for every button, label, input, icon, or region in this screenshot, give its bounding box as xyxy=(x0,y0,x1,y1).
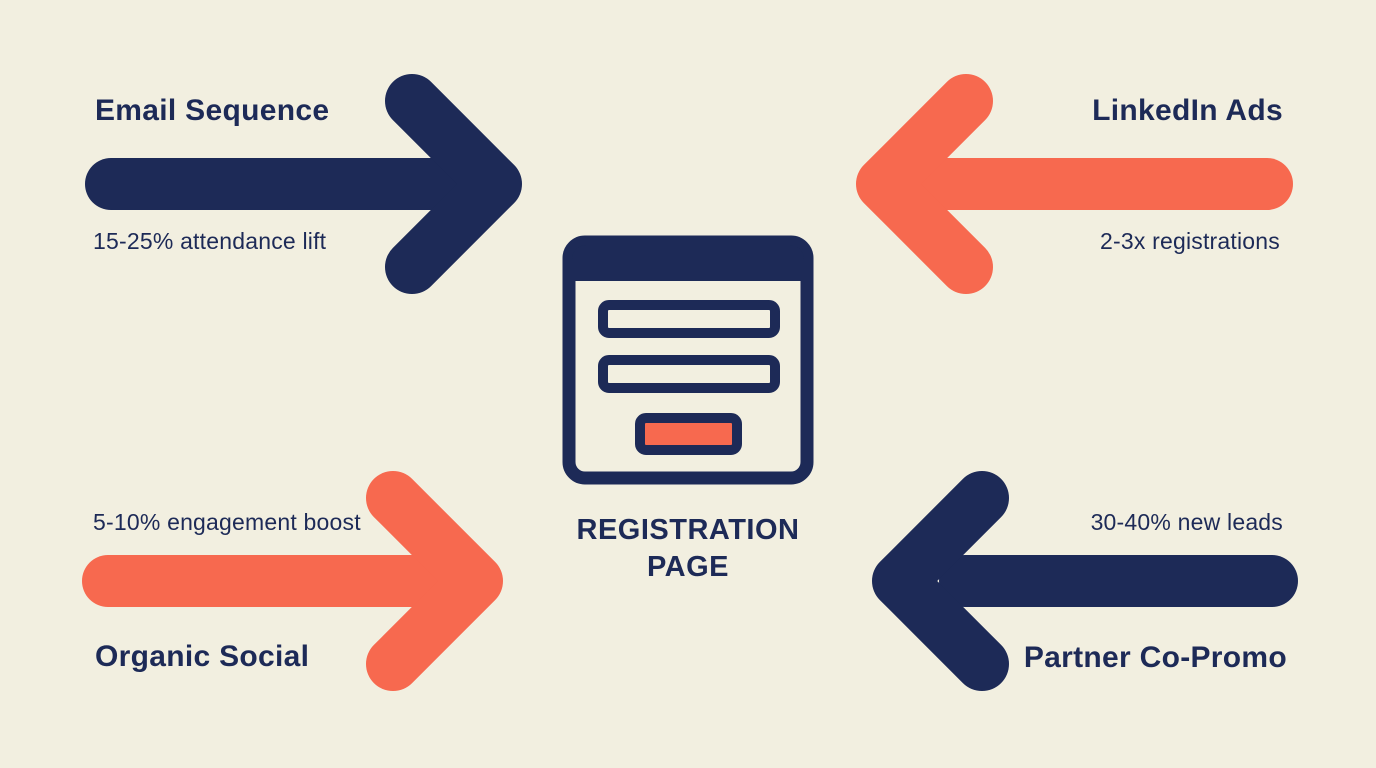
channel-stat-email-sequence: 15-25% attendance lift xyxy=(93,228,327,254)
channel-stat-organic-social: 5-10% engagement boost xyxy=(93,509,361,535)
center-caption: REGISTRATION PAGE xyxy=(576,514,800,583)
channel-label-partner-co-promo: Partner Co-Promo xyxy=(1023,641,1287,674)
arrow-left-icon xyxy=(856,74,1293,294)
form-input-field-1 xyxy=(598,300,780,338)
arrow-head xyxy=(385,74,522,294)
channel-label-linkedin-ads: LinkedIn Ads xyxy=(1092,94,1283,127)
form-input-field-2 xyxy=(598,355,780,393)
channel-label-email-sequence: Email Sequence xyxy=(95,94,330,127)
form-submit-button xyxy=(635,413,742,455)
arrow-right-icon xyxy=(85,74,522,294)
channel-stat-linkedin-ads: 2-3x registrations xyxy=(1099,228,1280,254)
channel-stat-partner-co-promo: 30-40% new leads xyxy=(1090,509,1283,535)
arrow-head xyxy=(872,471,1009,691)
arrow-left-icon xyxy=(872,471,1298,691)
form-window-frame xyxy=(562,235,814,485)
registration-form-icon xyxy=(562,235,814,485)
arrow-head xyxy=(366,471,503,691)
channel-label-organic-social: Organic Social xyxy=(95,640,310,673)
arrow-head xyxy=(856,74,993,294)
arrow-right-icon xyxy=(82,471,503,691)
form-window-titlebar xyxy=(572,245,804,281)
